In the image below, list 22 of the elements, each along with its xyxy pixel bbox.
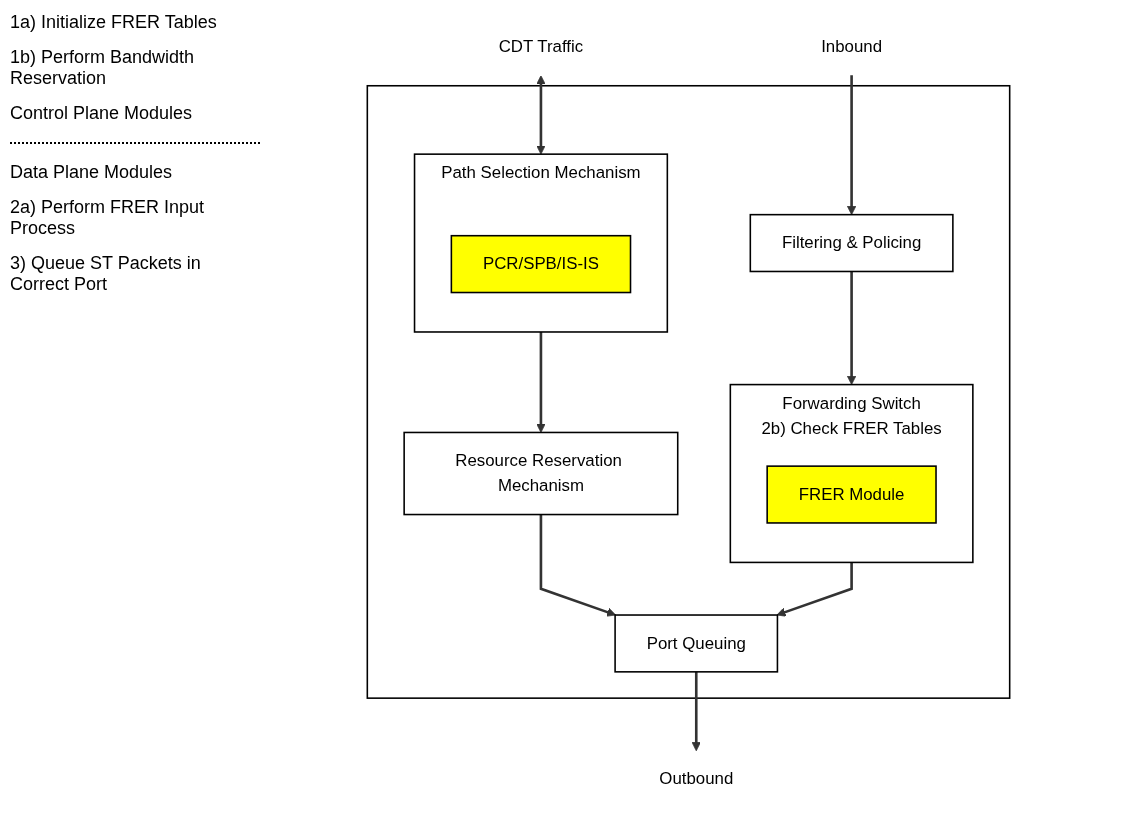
node-box: Resource Reservation Mechanism: [403, 431, 679, 516]
node-text: Inbound: [821, 37, 883, 56]
arrow: [691, 671, 701, 752]
annotation-text: 1a) Initialize FRER Tables: [10, 11, 218, 34]
arrow: [536, 75, 546, 155]
node-box: PCR/SPB/IS-IS: [450, 234, 632, 294]
annotation-text: 1b) Perform Bandwidth Reservation: [10, 46, 196, 90]
cluster: [366, 84, 1011, 699]
annotation-text: Control Plane Modules: [10, 102, 194, 125]
annotation-text: 3) Queue ST Packets in Correct Port: [10, 252, 202, 296]
node-box: Filtering & Policing: [749, 213, 954, 273]
arrow: [846, 271, 857, 385]
annotation-text: 2a) Perform FRER Input Process: [10, 196, 206, 240]
node-box: FRER Module: [766, 465, 937, 524]
arrow: [776, 562, 853, 617]
node-box: Port Queuing: [614, 614, 779, 673]
node-text: Outbound: [659, 769, 734, 788]
arrow: [536, 332, 546, 433]
arrow: [539, 514, 617, 617]
node-text: CDT Traffic: [498, 37, 584, 56]
arrow: [846, 75, 857, 216]
annotation-text: Data Plane Modules: [10, 161, 174, 184]
